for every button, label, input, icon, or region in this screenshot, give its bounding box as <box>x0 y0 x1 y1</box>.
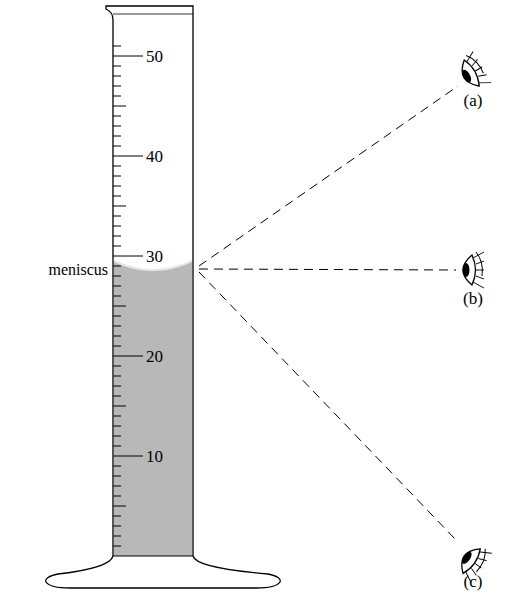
cylinder-wall <box>106 6 193 556</box>
viewer-label: (c) <box>464 573 483 590</box>
scale-ticks <box>113 46 143 546</box>
base-joint <box>113 556 193 557</box>
scale-number: 40 <box>146 148 163 165</box>
eye-symbol <box>455 51 492 93</box>
scale-number: 10 <box>146 448 163 465</box>
scale-number: 50 <box>146 48 163 65</box>
scale-number: 30 <box>146 248 163 265</box>
eye-symbols <box>454 51 492 582</box>
scale-number: 20 <box>146 348 163 365</box>
liquid <box>114 261 192 556</box>
viewer-label: (b) <box>463 290 483 307</box>
meniscus-label: meniscus <box>48 262 108 278</box>
cylinder-base <box>46 556 281 588</box>
eye-symbol <box>463 252 485 288</box>
sight-lines <box>199 86 458 540</box>
viewer-label: (a) <box>464 92 483 109</box>
cylinder-rim <box>113 14 193 15</box>
